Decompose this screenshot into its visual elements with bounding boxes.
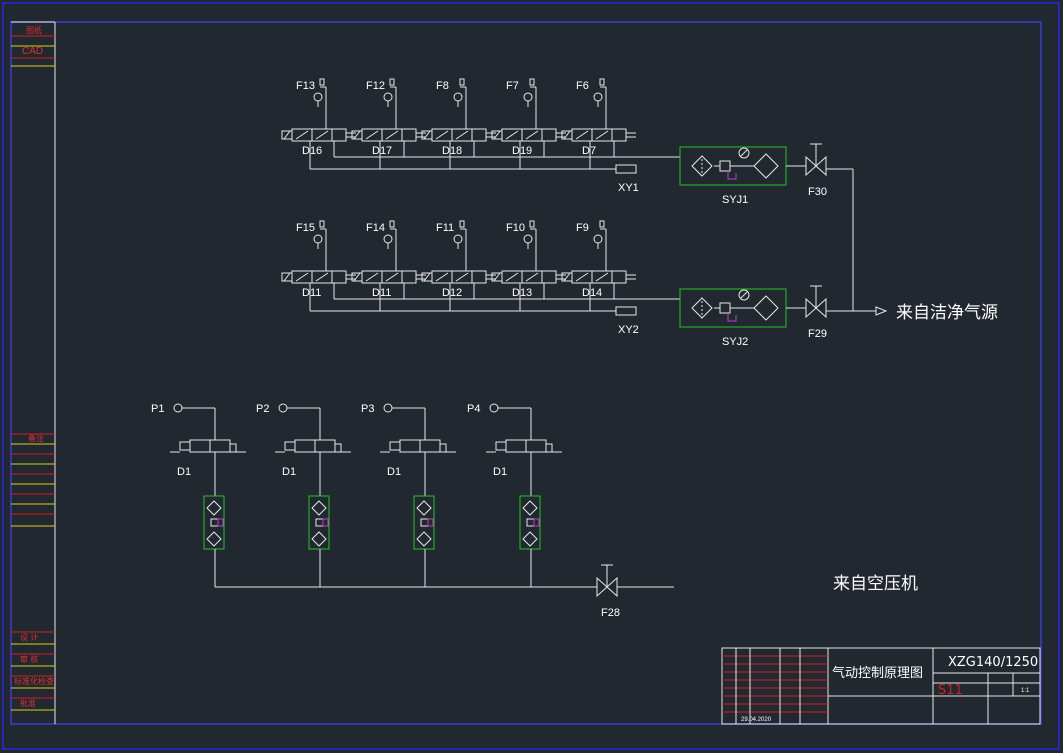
middle-plug-label: XY2 (618, 324, 639, 336)
lower-frl-unit-0 (203, 495, 225, 550)
middle-valve-label-1: D11 (372, 287, 391, 299)
upper-valve-label-1: D17 (372, 145, 392, 157)
middle-frl-unit: SYJ2 (679, 288, 787, 348)
middle-silencer-label-3: F10 (506, 222, 525, 234)
upper-plug-icon (615, 164, 637, 174)
upper-silencer-icon-4 (593, 92, 603, 102)
middle-silencer-icon-0 (313, 234, 323, 244)
drawing-number: XZG140/1250 (948, 655, 1038, 670)
gauge-label-2: P3 (361, 403, 374, 415)
upper-silencer-icon-1 (383, 92, 393, 102)
lower-frl-unit-1 (308, 495, 330, 550)
upper-plug-label: XY1 (618, 182, 639, 194)
middle-gauge-icon (738, 289, 750, 301)
middle-silencer-icon-3 (523, 234, 533, 244)
title-block: 气动控制原理图 XZG140/1250 S11 1:1 29.04.2020 (721, 647, 1041, 725)
pressure-gauge-icon-3 (489, 403, 499, 413)
gauge-label-1: P2 (256, 403, 269, 415)
middle-silencer-label-2: F11 (436, 222, 454, 234)
upper-valve-label-2: D18 (442, 145, 462, 157)
upper-silencer-label-4: F6 (576, 80, 589, 92)
gauge-label-0: P1 (151, 403, 164, 415)
upper-frl-unit: SYJ1 (679, 146, 787, 206)
upper-shutoff-valve: F30 (805, 143, 827, 198)
side-strip: 图纸 CAD 备注 设 计 审 核 标准化检查 批准 (11, 21, 56, 724)
middle-valve-label-3: D13 (512, 287, 532, 299)
upper-silencer-icon-3 (523, 92, 533, 102)
middle-silencer-label-0: F15 (296, 222, 315, 234)
middle-silencer-label-4: F9 (576, 222, 589, 234)
lower-valve-label-2: D1 (387, 466, 401, 478)
middle-frl-label: SYJ2 (722, 336, 748, 348)
middle-valve-label-2: D12 (442, 287, 462, 299)
upper-gauge-icon (738, 147, 750, 159)
side-tag-cad: CAD (22, 46, 43, 57)
side-tag-mid: 备注 (28, 433, 44, 443)
middle-plug-icon (615, 306, 637, 316)
upper-shutoff-label: F30 (808, 186, 827, 198)
upper-silencer-label-2: F8 (436, 80, 449, 92)
pressure-gauge-icon-1 (278, 403, 288, 413)
clean-air-supply: 来自洁净气源 (826, 168, 998, 323)
lower-valve-label-1: D1 (282, 466, 296, 478)
upper-frl-label: SYJ1 (722, 194, 748, 206)
middle-shutoff-valve: F29 (805, 285, 827, 340)
upper-silencer-label-3: F7 (506, 80, 519, 92)
lower-frl-unit-3 (519, 495, 541, 550)
drawing-border (10, 21, 1042, 725)
pressure-gauge-icon-2 (383, 403, 393, 413)
compressor-source-label: 来自空压机 (833, 574, 918, 594)
pressure-gauge-icon-0 (173, 403, 183, 413)
upper-silencer-label-0: F13 (296, 80, 315, 92)
middle-silencer-icon-4 (593, 234, 603, 244)
lower-valve-label-0: D1 (177, 466, 191, 478)
upper-silencer-icon-0 (313, 92, 323, 102)
side-tag-b4: 批准 (20, 698, 36, 708)
drawing-title: 气动控制原理图 (832, 665, 923, 681)
upper-silencer-label-1: F12 (366, 80, 385, 92)
lower-shutoff-valve: F28 (596, 564, 620, 619)
middle-silencer-icon-1 (383, 234, 393, 244)
upper-valve-label-0: D16 (302, 145, 322, 157)
sheet-scale: 1:1 (1021, 688, 1030, 694)
lower-valve-label-3: D1 (493, 466, 507, 478)
middle-silencer-icon-2 (453, 234, 463, 244)
gauge-label-3: P4 (467, 403, 480, 415)
lower-frl-unit-2 (413, 495, 435, 550)
side-tag-b2: 审 核 (20, 654, 38, 664)
middle-valve-label-4: D14 (582, 287, 602, 299)
upper-valve-label-3: D19 (512, 145, 532, 157)
drawing-date: 29.04.2020 (741, 717, 772, 723)
drawing-stamp: S11 (938, 683, 963, 698)
upper-valve-label-4: D7 (582, 145, 596, 157)
middle-shutoff-label: F29 (808, 328, 827, 340)
side-tag-b3: 标准化检查 (14, 676, 54, 686)
side-tag-b1: 设 计 (20, 632, 38, 642)
middle-silencer-label-1: F14 (366, 222, 385, 234)
lower-shutoff-label: F28 (601, 607, 620, 619)
clean-air-source-label: 来自洁净气源 (896, 303, 998, 323)
upper-silencer-icon-2 (453, 92, 463, 102)
middle-valve-label-0: D11 (302, 287, 321, 299)
side-tag-top: 图纸 (26, 25, 42, 35)
